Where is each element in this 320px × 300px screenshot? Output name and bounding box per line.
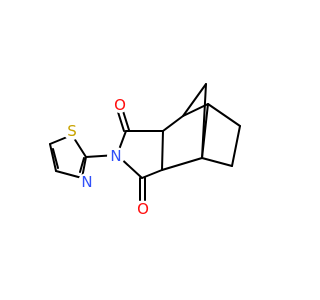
- bond: [201, 157, 233, 167]
- oxygen-atom: O: [135, 200, 151, 218]
- sulfur-atom: S: [63, 122, 81, 140]
- atom-label-n-ring: N: [81, 173, 92, 191]
- bond: [79, 157, 85, 173]
- atom-label-o2: O: [137, 200, 149, 218]
- bond: [122, 110, 130, 131]
- bond: [201, 83, 207, 159]
- bond: [231, 125, 241, 167]
- bond: [161, 157, 203, 171]
- bond: [55, 170, 83, 179]
- bond: [52, 148, 59, 169]
- bond: [182, 83, 207, 117]
- atom-label-s: S: [67, 122, 77, 140]
- oxygen-atom: O: [112, 96, 128, 114]
- molecule-structure: O O N N S: [0, 0, 300, 300]
- bonds: [49, 83, 241, 201]
- bond: [161, 130, 164, 171]
- atom-label-o1: O: [114, 96, 126, 114]
- bond: [162, 115, 184, 132]
- bond: [207, 103, 241, 127]
- bond: [49, 143, 57, 172]
- nitrogen-atom: N: [78, 173, 96, 191]
- atom-label-n-imide: N: [110, 147, 121, 165]
- atom-labels: O O N N S: [63, 96, 151, 218]
- bond: [141, 169, 163, 179]
- background: [0, 0, 300, 300]
- nitrogen-atom: N: [107, 147, 125, 165]
- bond: [117, 111, 125, 132]
